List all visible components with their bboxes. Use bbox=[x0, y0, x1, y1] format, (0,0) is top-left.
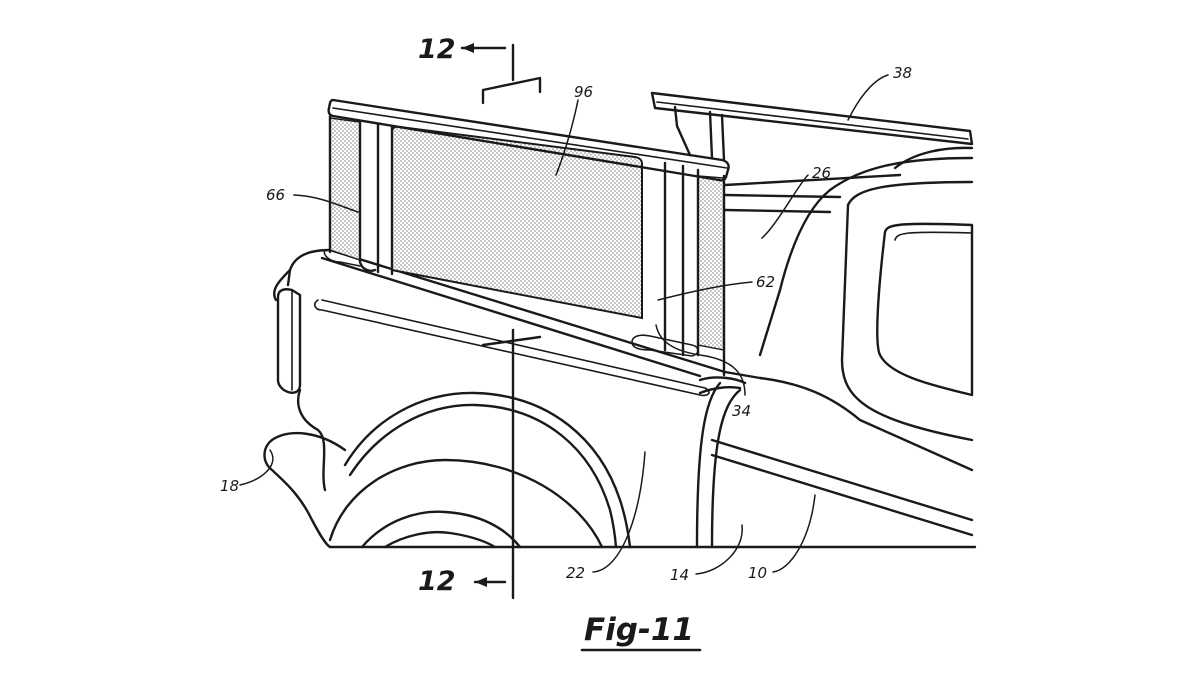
left-post bbox=[358, 120, 377, 272]
bed-interior bbox=[723, 173, 902, 214]
ref-14: 14 bbox=[670, 566, 689, 584]
ref-34: 34 bbox=[732, 402, 751, 420]
truck-cab bbox=[758, 146, 974, 442]
near-side-rack bbox=[323, 98, 730, 377]
ref-66: 66 bbox=[266, 186, 285, 204]
top-rail bbox=[327, 98, 730, 182]
ref-38: 38 bbox=[893, 64, 912, 82]
ref-96: 96 bbox=[574, 83, 593, 101]
ref-62: 62 bbox=[756, 273, 775, 291]
fender-and-wheel bbox=[263, 388, 632, 549]
ref-10: 10 bbox=[748, 564, 767, 582]
mesh-panel bbox=[391, 125, 643, 320]
ref-26: 26 bbox=[812, 164, 831, 182]
ref-18: 18 bbox=[220, 477, 239, 495]
section-marker-bottom: 12 bbox=[418, 566, 456, 597]
ref-22: 22 bbox=[566, 564, 585, 582]
tail-light bbox=[273, 268, 302, 394]
far-side-rack bbox=[650, 91, 974, 162]
section-cut-line bbox=[460, 43, 542, 600]
leader-lines bbox=[239, 74, 889, 575]
figure-label: Fig-11 bbox=[584, 612, 694, 648]
section-marker-top: 12 bbox=[418, 34, 456, 65]
